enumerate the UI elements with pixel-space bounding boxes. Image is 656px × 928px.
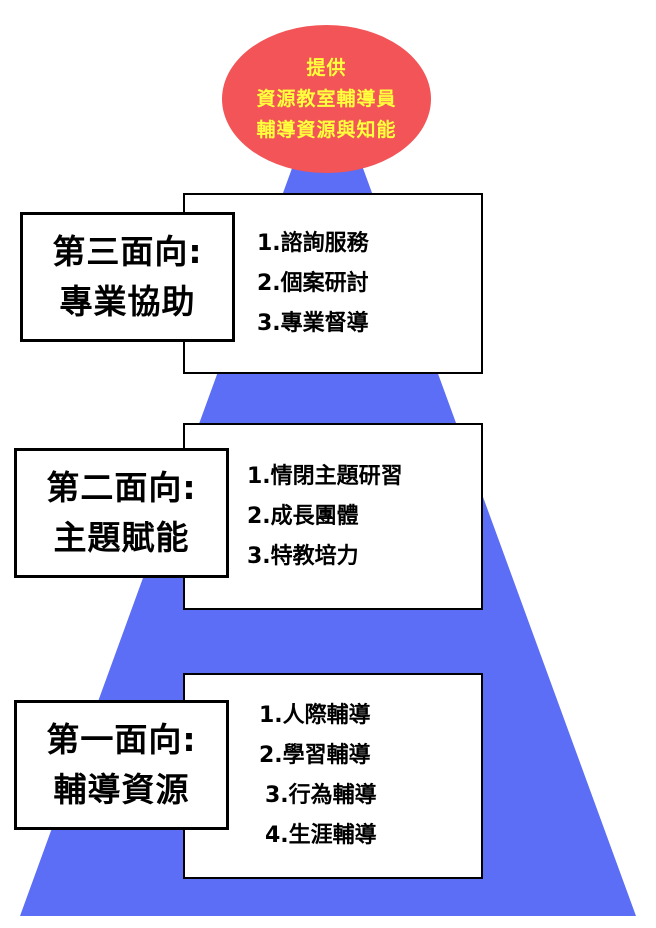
level-3-item: 3.專業督導: [257, 310, 369, 336]
level-1-title: 第一面向:: [46, 720, 197, 759]
level-1-item: 3.行為輔導: [265, 783, 377, 808]
level-2-item: 2.成長團體: [247, 503, 359, 529]
level-3-title: 第三面向:: [52, 232, 203, 271]
level-1-detail-box: 1.人際輔導 2.學習輔導 3.行為輔導 4.生涯輔導: [183, 673, 483, 879]
level-1-subtitle: 輔導資源: [53, 770, 190, 809]
level-2-detail-box: 1.情閉主題研習 2.成長團體 3.特教培力: [183, 423, 483, 610]
level-2-title: 第二面向:: [46, 468, 197, 507]
level-1-item: 2.學習輔導: [259, 743, 371, 768]
level-3-item: 1.諮詢服務: [257, 230, 369, 256]
level-2-label-box: 第二面向: 主題賦能: [14, 448, 229, 578]
top-oval-line: 資源教室輔導員: [256, 87, 397, 110]
level-3-subtitle: 專業協助: [59, 282, 196, 321]
level-1-item: 1.人際輔導: [259, 703, 371, 728]
level-2-subtitle: 主題賦能: [53, 518, 190, 557]
level-1-item: 4.生涯輔導: [265, 823, 377, 848]
level-1-label-box: 第一面向: 輔導資源: [14, 700, 229, 830]
level-2-item: 1.情閉主題研習: [247, 463, 403, 489]
top-oval: 提供 資源教室輔導員 輔導資源與知能: [222, 25, 431, 173]
level-2-item: 3.特教培力: [247, 543, 359, 569]
level-3-item: 2.個案研討: [257, 270, 369, 296]
top-oval-line: 提供: [306, 56, 347, 79]
level-3-label-box: 第三面向: 專業協助: [20, 212, 235, 342]
top-oval-line: 輔導資源與知能: [256, 118, 397, 141]
